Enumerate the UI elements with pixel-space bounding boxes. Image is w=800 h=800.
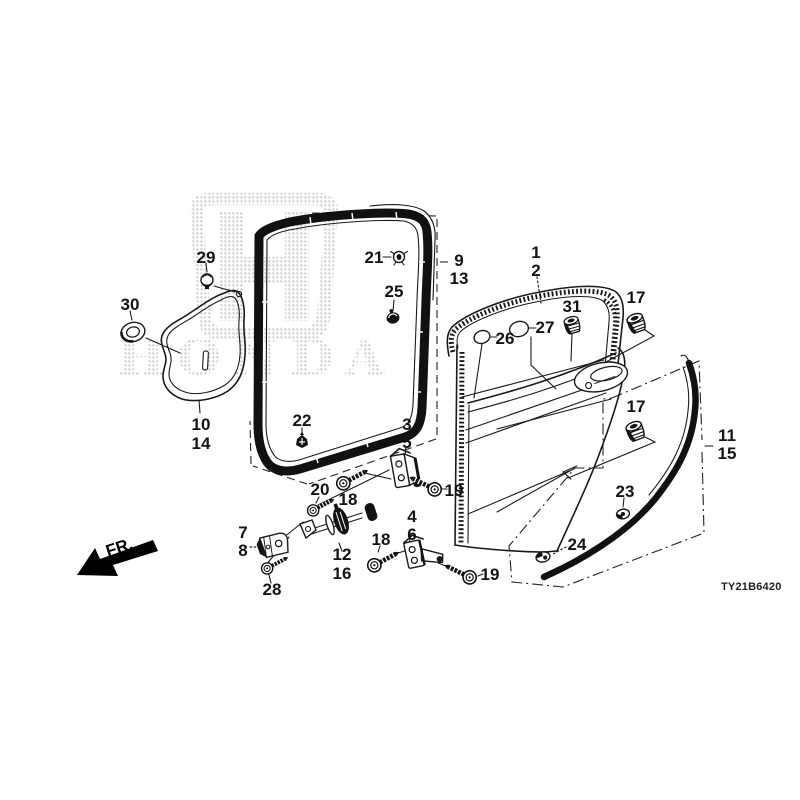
callout-16: 16	[333, 564, 352, 583]
callout-2: 2	[531, 261, 540, 280]
door-panel	[446, 285, 629, 553]
clip-22	[296, 431, 308, 448]
callout-28: 28	[263, 580, 282, 599]
callout-6: 6	[407, 525, 416, 544]
callout-7: 7	[238, 523, 247, 542]
honda-logo-watermark	[189, 193, 339, 340]
callout-25: 25	[385, 282, 404, 301]
checker-bracket	[256, 532, 289, 559]
callout-27: 27	[536, 318, 555, 337]
callout-26: 26	[496, 329, 515, 348]
fr-direction-arrow: FR.	[77, 534, 158, 576]
callout-31: 31	[563, 297, 582, 316]
callout-1: 1	[531, 243, 540, 262]
callout-5: 5	[402, 433, 411, 452]
callout-19-upper: 19	[445, 481, 464, 500]
clip-21	[389, 250, 409, 266]
grommet-17-upper	[625, 310, 648, 335]
door-run-channel	[540, 354, 699, 581]
grommet-17-lower	[624, 418, 647, 443]
callout-19-lower: 19	[481, 565, 500, 584]
callout-12: 12	[333, 545, 352, 564]
callout-17-lower: 17	[627, 397, 646, 416]
grommet-25	[386, 308, 400, 324]
plug-26	[473, 329, 491, 345]
grommet-30	[120, 321, 146, 343]
fr-arrow-icon	[77, 540, 158, 576]
callout-14: 14	[192, 434, 211, 453]
callout-13: 13	[450, 269, 469, 288]
callout-21: 21	[365, 248, 384, 267]
callout-4: 4	[407, 507, 417, 526]
callout-30: 30	[121, 295, 140, 314]
plug-27	[508, 320, 530, 338]
callout-10: 10	[192, 415, 211, 434]
callout-18-upper: 18	[339, 490, 358, 509]
callout-29: 29	[197, 248, 216, 267]
door-weatherstrip	[253, 204, 436, 476]
door-hole-seal-patch	[160, 289, 247, 402]
clip-23	[615, 508, 631, 520]
lower-hinge	[402, 534, 444, 569]
clip-29	[200, 273, 214, 289]
callout-22: 22	[293, 411, 312, 430]
clip-24	[535, 551, 551, 563]
grommet-31	[562, 314, 582, 336]
bolt-19-lower	[442, 559, 479, 586]
diagram-code: TY21B6420	[721, 581, 782, 593]
callout-24: 24	[568, 535, 587, 554]
callout-11: 11	[718, 426, 736, 445]
callout-labels: 29 30 10 14 21 25 22 9 13 1 2 26 27 31 1…	[121, 243, 737, 599]
callout-18-lower: 18	[372, 530, 391, 549]
run-channel-boundary	[496, 360, 705, 588]
callout-3: 3	[402, 415, 411, 434]
callout-23: 23	[616, 482, 635, 501]
bolt-18-lower	[365, 546, 402, 574]
callout-15: 15	[718, 444, 737, 463]
weatherstrip-texture	[262, 211, 425, 464]
callout-20: 20	[311, 480, 330, 499]
callout-9: 9	[454, 251, 463, 270]
callout-17-upper: 17	[627, 288, 646, 307]
callout-8: 8	[238, 541, 247, 560]
door-checker	[299, 503, 378, 540]
door-handle-recess	[573, 361, 629, 393]
